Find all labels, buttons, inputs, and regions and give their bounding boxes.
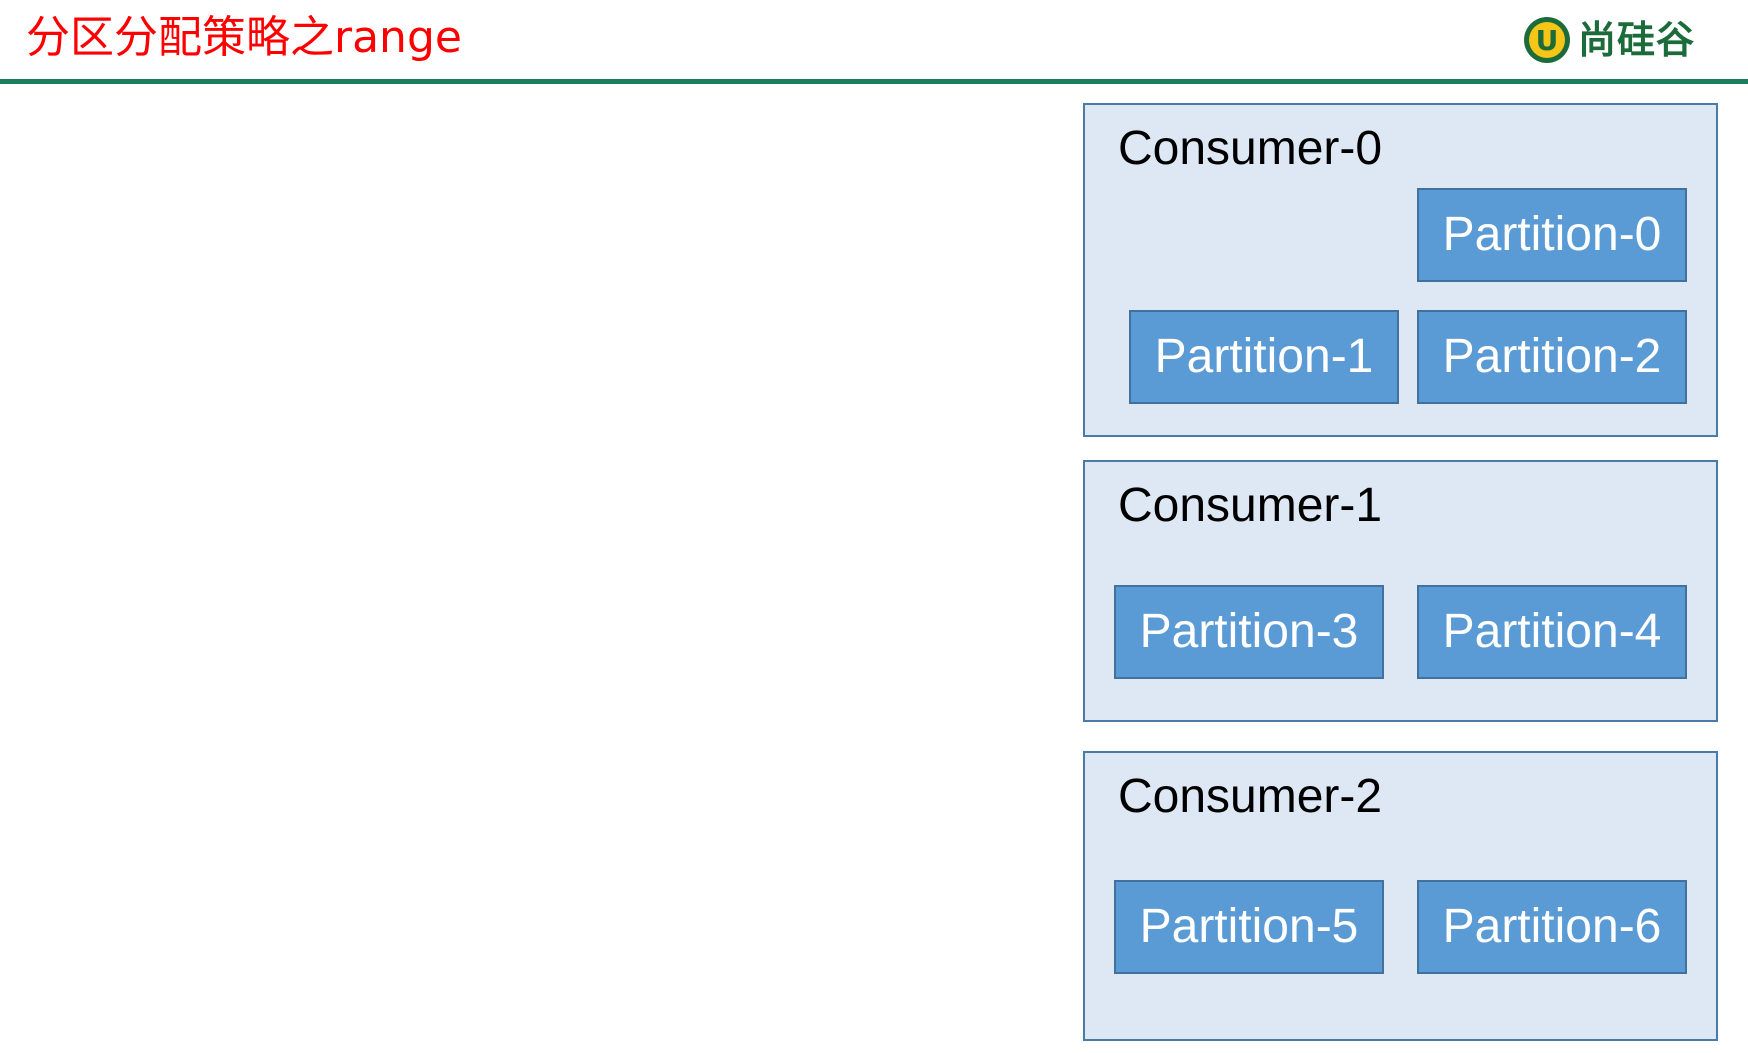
brand-logo: U 尚硅谷: [1522, 12, 1695, 68]
partition-box-5: Partition-5: [1114, 880, 1384, 974]
consumer-label: Consumer-2: [1118, 770, 1383, 823]
brand-name: 尚硅谷: [1578, 18, 1696, 62]
header-divider: [0, 79, 1748, 84]
partition-box-6: Partition-6: [1417, 880, 1687, 974]
partition-box-3: Partition-3: [1114, 585, 1384, 679]
consumer-box-2: Consumer-2 Partition-5 Partition-6: [1083, 751, 1718, 1041]
consumer-box-0: Consumer-0 Partition-0 Partition-1 Parti…: [1083, 103, 1718, 437]
consumer-label: Consumer-1: [1118, 479, 1383, 532]
consumer-box-1: Consumer-1 Partition-3 Partition-4: [1083, 460, 1718, 722]
brand-u-icon: U: [1524, 17, 1570, 63]
partition-box-1: Partition-1: [1129, 310, 1399, 404]
slide-title: 分区分配策略之range: [26, 12, 462, 63]
partition-box-2: Partition-2: [1417, 310, 1687, 404]
partition-box-4: Partition-4: [1417, 585, 1687, 679]
brand-mark-letter: U: [1536, 24, 1559, 57]
consumer-label: Consumer-0: [1118, 122, 1383, 175]
partition-box-0: Partition-0: [1417, 188, 1687, 282]
